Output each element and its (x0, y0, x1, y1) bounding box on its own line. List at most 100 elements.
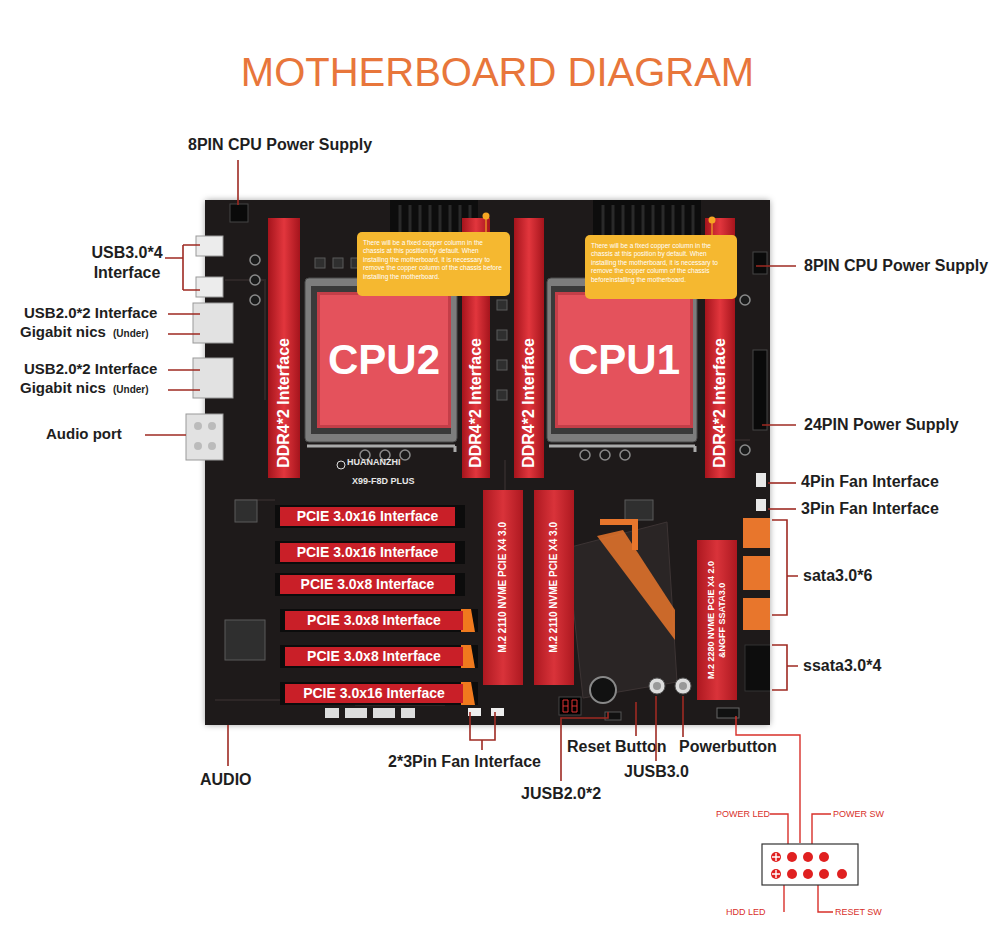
part-label: ssata3.0*4 (803, 656, 881, 675)
part-label: 3Pin Fan Interface (801, 499, 939, 518)
part-label: 8PIN CPU Power Supply (804, 256, 988, 275)
capacitor (600, 450, 610, 460)
capacitor (250, 255, 260, 265)
power-button (675, 678, 691, 694)
power-connector (753, 350, 767, 430)
vrm-chip (497, 360, 507, 370)
capacitor (400, 450, 410, 460)
fan-header (756, 473, 766, 487)
cert-mark (401, 708, 415, 718)
pcie-slot-body (275, 541, 465, 564)
slot-label: PCIE 3.0x8 Interface (307, 612, 441, 629)
fan-header (468, 708, 481, 716)
cmos-battery (590, 677, 616, 703)
io-chip (235, 500, 257, 522)
capacitor (740, 445, 750, 455)
part-label: AUDIO (200, 770, 252, 789)
slot-latch (461, 645, 475, 668)
m2-slot: M.2 2110 NVME PCIE X4 3.0 (534, 490, 574, 685)
leader-line (168, 314, 200, 334)
pcie-slot: PCIE 3.0x16 Interface (285, 684, 463, 703)
leader-line (237, 160, 239, 205)
leader-line (145, 434, 186, 436)
vrm-chip (315, 258, 325, 268)
note-callout: There will be a fixed copper column in t… (357, 232, 510, 296)
pcie-slot: PCIE 3.0x16 Interface (280, 507, 455, 526)
vrm-chip (497, 330, 507, 340)
part-label: 8PIN CPU Power Supply (188, 135, 372, 154)
capacitor (620, 450, 630, 460)
cpu-socket: CPU2 (317, 292, 451, 428)
pcie-slot-body (275, 573, 465, 596)
memory-slot: DDR4*2 Interface (268, 218, 300, 478)
slot-label: PCIE 3.0x8 Interface (307, 648, 441, 665)
sata-port (743, 556, 770, 590)
usb-header (605, 712, 621, 720)
sata-port (743, 518, 770, 548)
chipset-accent (600, 522, 635, 550)
leader-lines (145, 160, 798, 781)
cert-mark (345, 708, 367, 718)
pcie-slot: PCIE 3.0x8 Interface (280, 575, 455, 594)
part-label: Powerbutton (679, 737, 777, 756)
sata-port (743, 598, 770, 630)
part-label: Audio port (46, 425, 122, 443)
power-connector (230, 204, 248, 222)
note-text: There will be a fixed copper column in t… (591, 242, 731, 284)
part-label: 2*3Pin Fan Interface (388, 752, 541, 771)
slot-label: PCIE 3.0x8 Interface (301, 576, 435, 593)
part-label: 4Pin Fan Interface (801, 472, 939, 491)
leader-bracket (772, 645, 798, 690)
vrm-chip (333, 258, 343, 268)
leader-line (227, 725, 229, 766)
part-label: USB3.0*4 Interface (80, 243, 174, 283)
pcie-slot-body (280, 645, 478, 668)
brand-logo (337, 461, 345, 469)
pcie-slot-body (280, 609, 478, 632)
part-label: (Under) (113, 384, 149, 396)
pin-label: RESET SW (835, 907, 882, 918)
pcie-slot-bodies (275, 505, 478, 705)
part-label: JUSB2.0*2 (521, 784, 601, 803)
fan-header (491, 708, 504, 716)
leader-line (768, 508, 796, 510)
socket-frame (551, 286, 693, 434)
pcie-slot: PCIE 3.0x16 Interface (280, 543, 455, 562)
part-label: Gigabit nics (20, 379, 106, 397)
part-label: USB2.0*2 Interface (24, 304, 157, 322)
slot-latch (461, 609, 475, 632)
debug-display (559, 697, 581, 715)
pin (819, 869, 829, 879)
cert-mark (325, 708, 339, 718)
pcie-slot-body (275, 505, 465, 528)
slot-label: M.2 2110 NVME PCIE X4 3.0 (548, 522, 560, 653)
fan-header (756, 499, 766, 511)
part-label: sata3.0*6 (803, 566, 872, 585)
part-label: 24PIN Power Supply (804, 415, 959, 434)
plus-sign (772, 853, 780, 878)
note-text: There will be a fixed copper column in t… (363, 239, 504, 281)
pin-leader (783, 880, 784, 912)
pin-positive (771, 869, 781, 879)
pin (837, 869, 847, 879)
motherboard-board: HUANANZHIX99-F8D PLUSDDR4*2 InterfaceCPU… (205, 200, 770, 725)
pin-label: POWER LED (716, 809, 770, 820)
slot-latch (461, 682, 475, 705)
connector-pins (771, 852, 847, 879)
pin (803, 869, 813, 879)
capacitor (580, 450, 590, 460)
button-cap (653, 682, 661, 690)
part-label: (Under) (113, 328, 149, 340)
leader-line (736, 716, 800, 843)
ssata-port (745, 645, 770, 691)
pin-leader (818, 880, 833, 912)
pin-leader (770, 814, 788, 850)
pin (803, 852, 813, 862)
capacitor (250, 295, 260, 305)
slot-label: DDR4*2 Interface (710, 338, 730, 468)
part-label: USB2.0*2 Interface (24, 360, 157, 378)
capacitor (250, 275, 260, 285)
leader-line (168, 370, 200, 390)
pin (819, 852, 829, 862)
cpu-socket: CPU1 (555, 292, 693, 428)
